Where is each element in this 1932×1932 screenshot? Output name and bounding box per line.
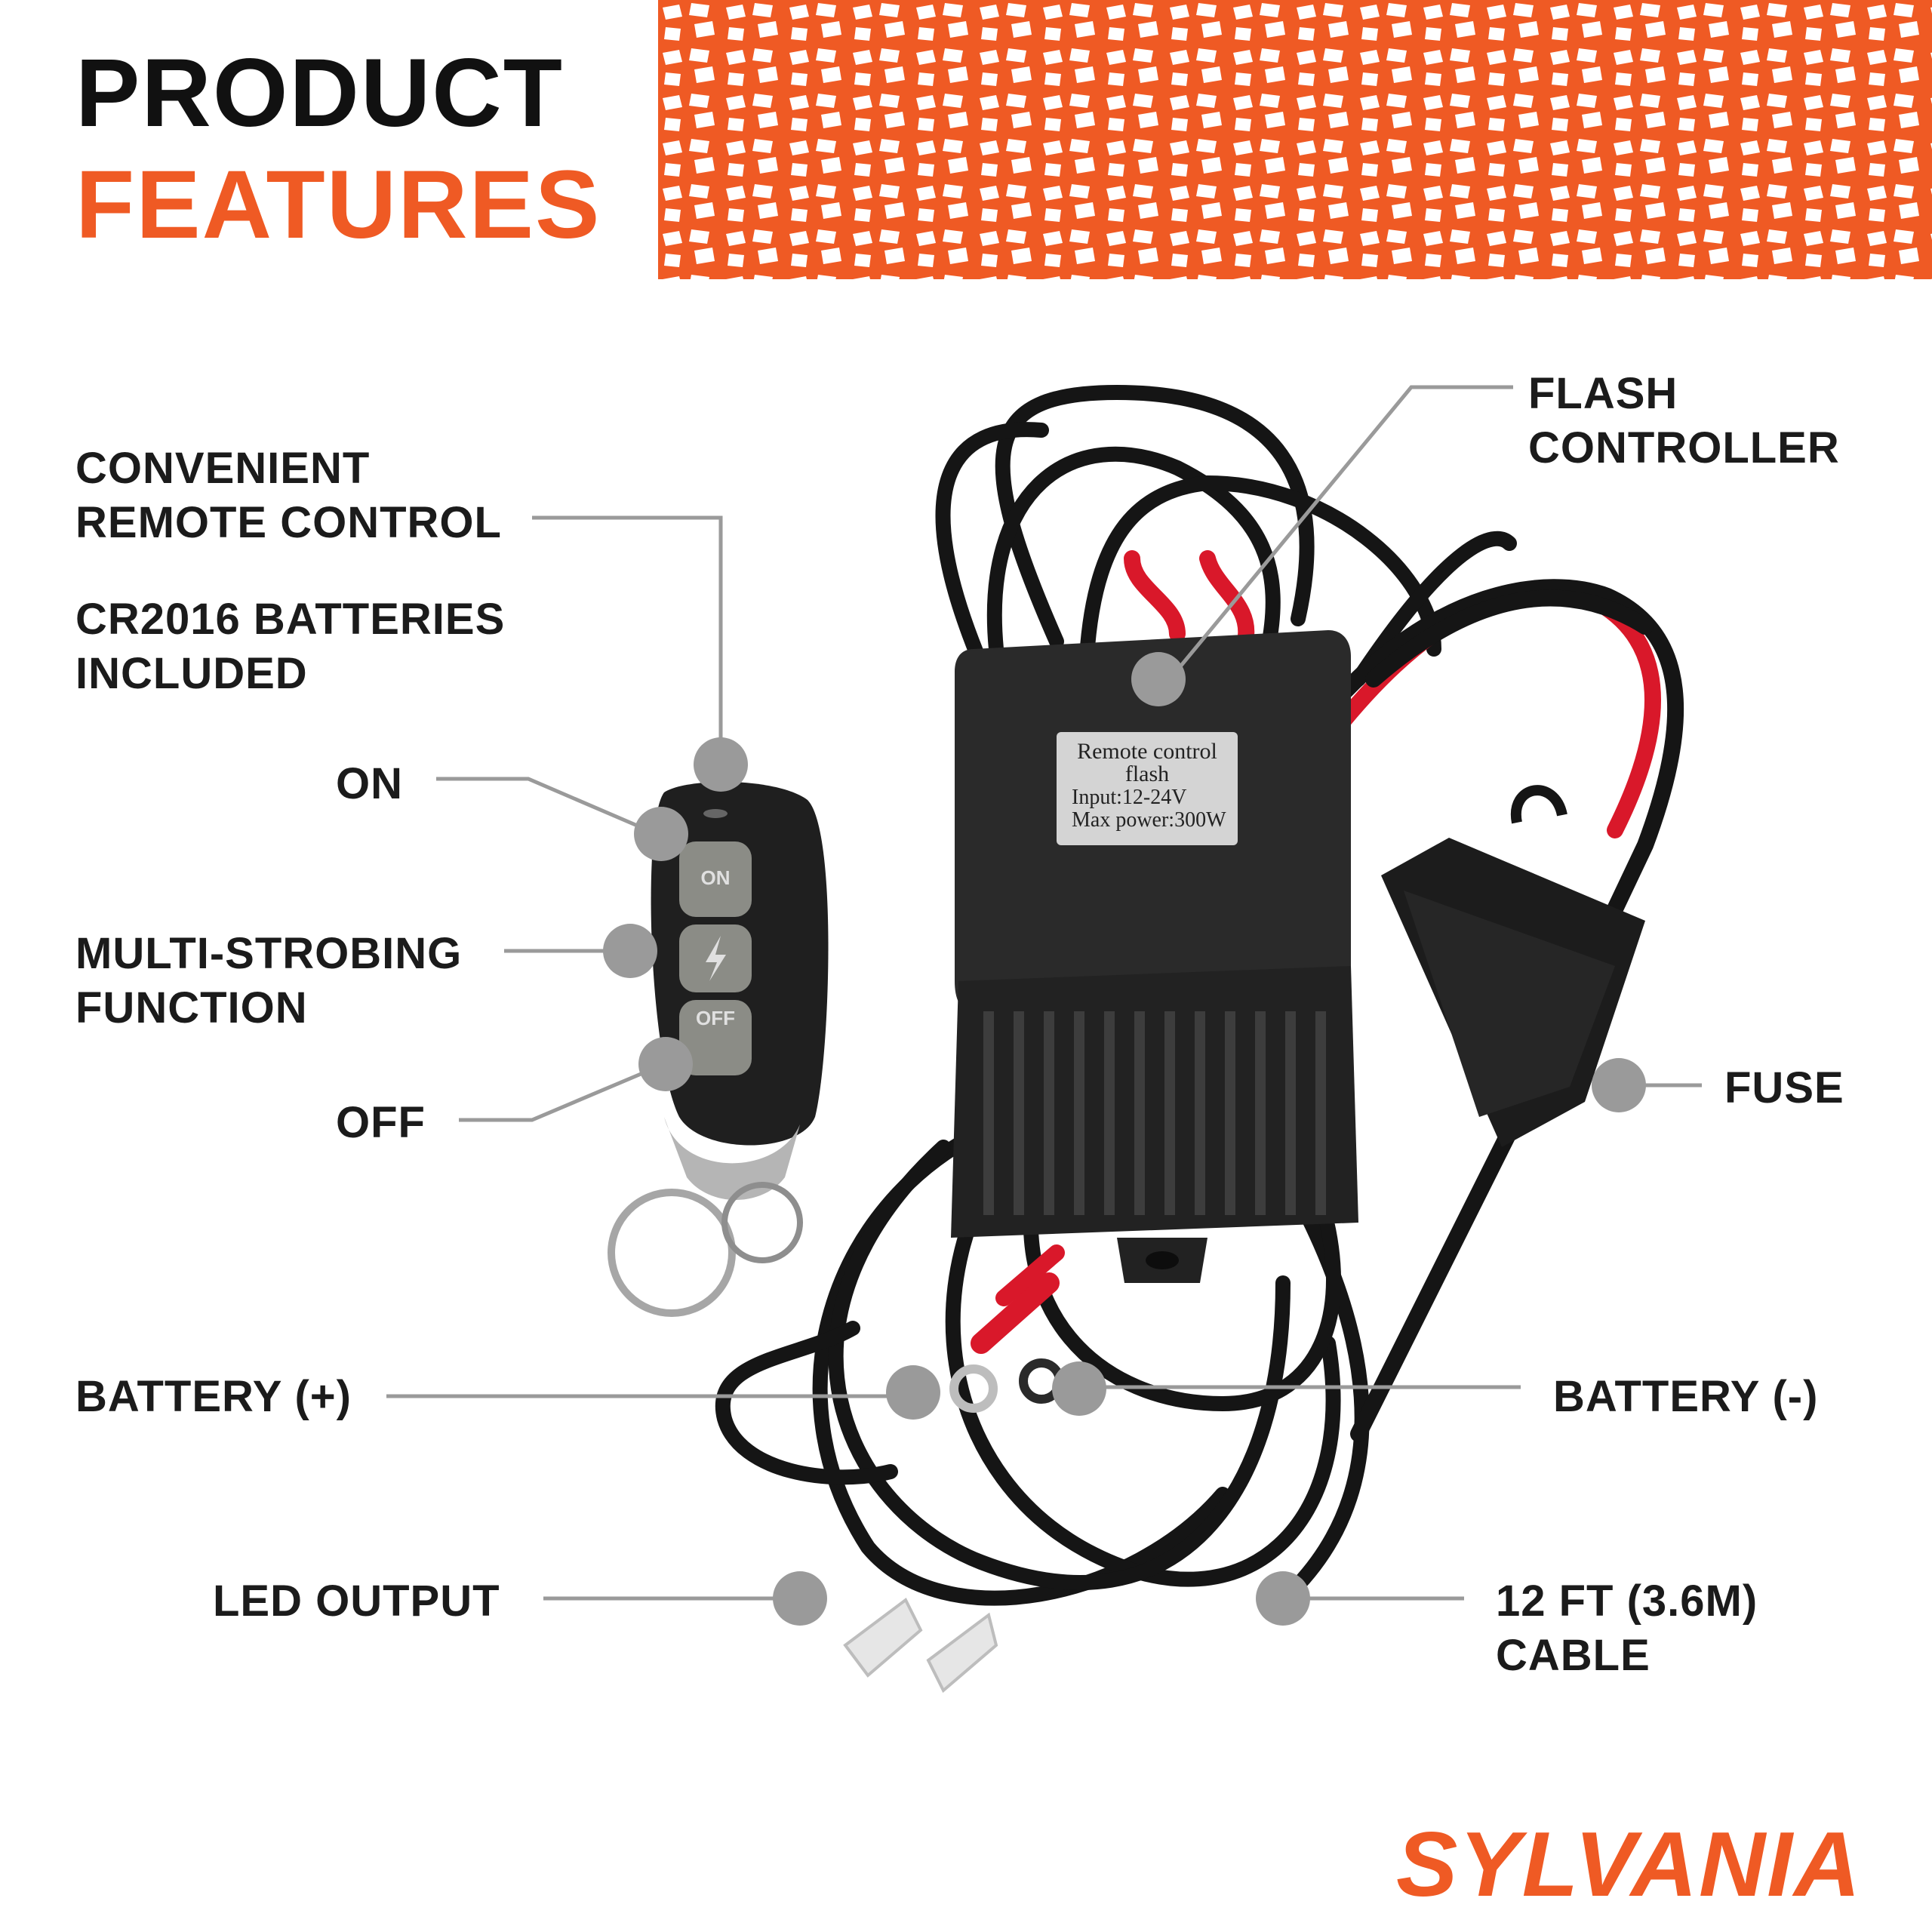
leader-flash-controller: [1168, 385, 1513, 681]
callout-flash-controller-line1: FLASH: [1528, 369, 1678, 418]
dot-battery-neg: [1052, 1361, 1106, 1416]
tread-pattern-banner: [658, 0, 1932, 279]
dot-multi-strobing: [603, 924, 657, 978]
dot-flash-controller: [1131, 652, 1186, 706]
dot-off: [638, 1037, 693, 1091]
controller-label-line4: Max power:300W: [1072, 808, 1226, 832]
dot-battery-pos: [886, 1365, 940, 1420]
remote-on-button: [679, 841, 752, 917]
callout-led-output: LED OUTPUT: [213, 1577, 500, 1626]
callout-flash-controller: FLASH CONTROLLER: [1528, 367, 1840, 475]
callout-batteries-line2: INCLUDED: [75, 649, 308, 698]
callout-remote-control: CONVENIENT REMOTE CONTROL: [75, 441, 502, 550]
leader-on: [436, 777, 657, 836]
lightning-icon: [706, 936, 726, 981]
controller-label-sticker: [1057, 732, 1238, 845]
remote-off-button-label: OFF: [696, 1007, 735, 1029]
callout-flash-controller-line2: CONTROLLER: [1528, 423, 1840, 472]
callout-on: ON: [336, 759, 403, 808]
callout-multi-strobing: MULTI-STROBING FUNCTION: [75, 927, 462, 1035]
dot-on: [634, 807, 688, 861]
dot-remote-control: [694, 737, 748, 792]
remote-key-fob: ON OFF: [608, 782, 829, 1317]
callout-cable: 12 FT (3.6M) CABLE: [1496, 1574, 1758, 1683]
callout-multi-strobing-line1: MULTI-STROBING: [75, 929, 463, 978]
fuse-holder: [1381, 785, 1645, 1147]
heading-features: FEATURES: [75, 151, 601, 259]
controller-label-line1: Remote control: [1077, 739, 1217, 764]
controller-label-line2: flash: [1125, 761, 1169, 786]
callout-batteries: CR2016 BATTERIES INCLUDED: [75, 592, 505, 701]
callout-fuse: FUSE: [1724, 1063, 1844, 1112]
remote-off-button: [679, 1000, 752, 1075]
dot-led-output: [773, 1571, 827, 1626]
callout-off: OFF: [336, 1098, 426, 1147]
callout-multi-strobing-line2: FUNCTION: [75, 983, 308, 1032]
callout-battery-pos: BATTERY (+): [75, 1372, 352, 1421]
callout-cable-line2: CABLE: [1496, 1631, 1651, 1680]
callout-cable-line1: 12 FT (3.6M): [1496, 1577, 1758, 1626]
heading-product: PRODUCT: [75, 39, 564, 147]
sylvania-logo: SYLVANIA: [1396, 1813, 1863, 1915]
remote-on-button-label: ON: [701, 866, 731, 889]
callout-batteries-line1: CR2016 BATTERIES: [75, 595, 506, 644]
flash-controller-box: Remote control flash Input:12-24V Max po…: [951, 630, 1358, 1283]
dot-cable: [1256, 1571, 1310, 1626]
leader-remote-control: [532, 515, 723, 743]
controller-label-line3: Input:12-24V: [1072, 786, 1186, 809]
callout-battery-neg: BATTERY (-): [1553, 1372, 1819, 1421]
dot-fuse: [1592, 1058, 1646, 1112]
callout-remote-control-line2: REMOTE CONTROL: [75, 498, 502, 547]
callout-remote-control-line1: CONVENIENT: [75, 444, 371, 493]
leader-off: [459, 1062, 665, 1122]
led-output-connectors: [843, 1597, 998, 1694]
